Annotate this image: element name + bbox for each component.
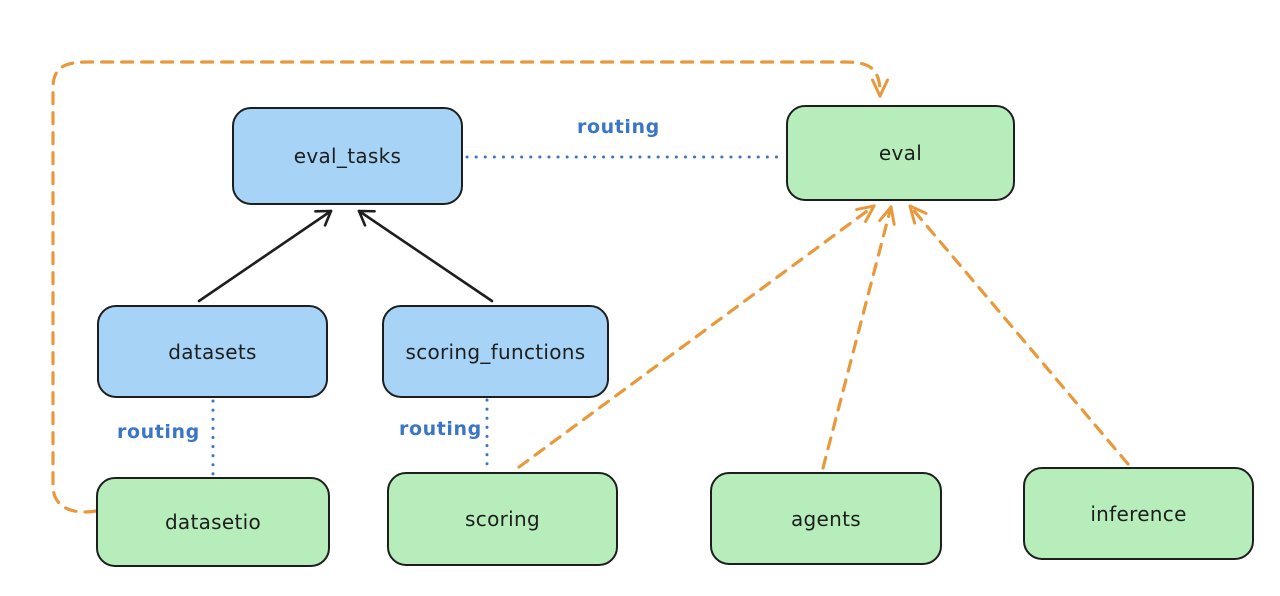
node-agents-label: agents [791, 506, 861, 531]
edge-agents-to-eval-dashed [821, 205, 896, 470]
node-eval: eval [786, 105, 1015, 201]
node-eval-tasks-label: eval_tasks [293, 144, 402, 168]
node-inference: inference [1023, 467, 1254, 560]
node-datasets: datasets [97, 305, 328, 398]
node-scoring-label: scoring [465, 507, 540, 531]
node-eval-tasks: eval_tasks [232, 107, 463, 205]
edge-scoring-to-eval-dashed [517, 204, 876, 469]
edge-label-routing-eval-tasks-eval: routing [577, 116, 660, 138]
edge-datasetio-to-eval-dashed [51, 60, 889, 514]
node-datasets-label: datasets [168, 339, 257, 364]
node-scoring: scoring [387, 472, 618, 566]
node-inference-label: inference [1090, 501, 1187, 526]
node-scoring-functions-label: scoring_functions [405, 339, 586, 364]
node-scoring-functions: scoring_functions [382, 305, 609, 398]
edge-inference-to-eval-dashed [908, 204, 1130, 466]
edge-scoring-functions-to-eval-tasks [357, 209, 494, 303]
edge-datasets-to-eval-tasks [197, 209, 333, 303]
node-datasetio: datasetio [96, 477, 330, 567]
edge-label-routing-scoring-functions-scoring: routing [399, 418, 482, 440]
node-eval-label: eval [878, 141, 923, 165]
node-agents: agents [710, 472, 942, 565]
edge-label-routing-datasets-datasetio: routing [117, 421, 200, 443]
node-datasetio-label: datasetio [164, 510, 262, 534]
